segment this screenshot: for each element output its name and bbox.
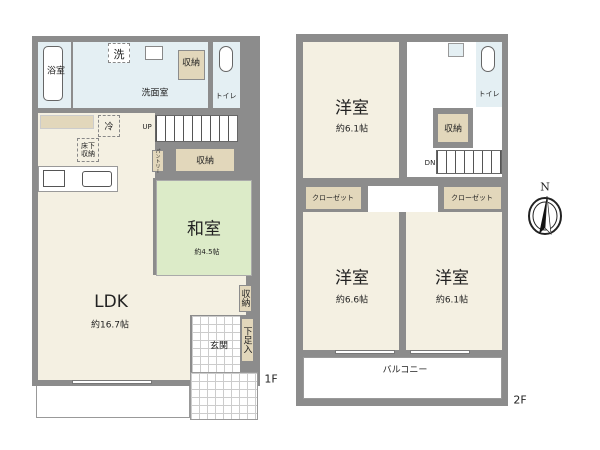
closet1-label: クローゼット	[312, 194, 354, 202]
up-label: UP	[142, 123, 152, 131]
bath-label: 浴室	[46, 66, 66, 77]
pantry	[152, 150, 164, 172]
ldk-label: LDK	[94, 292, 128, 312]
toilet-icon	[481, 46, 495, 72]
floor1-label: 1F	[264, 372, 278, 386]
room2	[303, 212, 399, 350]
room1	[303, 42, 399, 178]
washitsu-size: 約4.5帖	[194, 248, 220, 256]
pantry-label: パントリー	[154, 148, 161, 174]
counter	[40, 115, 94, 129]
entrance-floor	[192, 316, 240, 376]
ldk-size: 約16.7帖	[90, 320, 130, 331]
window	[410, 350, 470, 354]
ldk-ext	[150, 275, 246, 315]
toilet-label: トイレ	[215, 92, 237, 100]
washroom-label: 洗面室	[141, 88, 169, 99]
balcony	[303, 357, 502, 399]
washitsu-label: 和室	[187, 219, 221, 240]
closet2-label: クローゼット	[451, 194, 493, 202]
stove-icon	[43, 170, 65, 187]
kitchen-sink-icon	[82, 171, 112, 187]
floor2-label: 2F	[513, 393, 527, 407]
fridge-space	[98, 115, 120, 137]
hall-floor	[150, 113, 155, 178]
window	[335, 350, 395, 354]
stairs-2f	[436, 150, 502, 174]
storage-ldk	[239, 285, 252, 312]
storage-hall	[175, 148, 235, 172]
entrance-label: 玄関	[209, 341, 229, 352]
bathtub-icon	[43, 46, 63, 101]
storage-label: 収納	[181, 58, 201, 69]
storage-2f-label: 収納	[443, 124, 463, 135]
storage-2f	[437, 113, 469, 143]
sink-icon	[448, 43, 464, 57]
washer-label: 洗	[113, 48, 125, 61]
washer-space	[108, 43, 130, 63]
washitsu	[156, 180, 252, 276]
toilet-2f-label: トイレ	[478, 90, 500, 98]
room2-size: 約6.6帖	[335, 295, 369, 306]
ldk-ext2	[150, 315, 190, 380]
underfloor-storage	[77, 138, 99, 162]
underfloor-label: 床下収納	[81, 142, 95, 158]
shoe-cabinet	[241, 318, 254, 362]
toilet-icon	[219, 46, 233, 72]
storage-hall-label: 収納	[195, 156, 215, 167]
sink-icon	[145, 46, 163, 60]
hall-door-area	[368, 186, 438, 212]
room3	[406, 212, 502, 350]
fridge-label: 冷	[104, 122, 114, 133]
storage-wash	[178, 50, 205, 80]
closet2	[443, 186, 502, 210]
balcony-label: バルコニー	[382, 365, 428, 376]
dn-label: DN	[424, 159, 436, 167]
ldk-room	[38, 113, 153, 380]
storage-ldk-label: 収納	[239, 289, 250, 307]
deck	[36, 386, 190, 418]
room3-size: 約6.1帖	[435, 295, 469, 306]
porch	[190, 372, 258, 420]
room2-label: 洋室	[335, 268, 369, 289]
stairs-1f	[155, 115, 238, 142]
shoe-label: 下足入	[241, 326, 252, 354]
room3-label: 洋室	[435, 268, 469, 289]
compass-icon	[528, 195, 562, 235]
room1-label: 洋室	[335, 98, 369, 119]
window	[72, 380, 152, 384]
room1-size: 約6.1帖	[335, 124, 369, 135]
compass-north-label: N	[540, 180, 550, 194]
closet1	[305, 186, 362, 210]
